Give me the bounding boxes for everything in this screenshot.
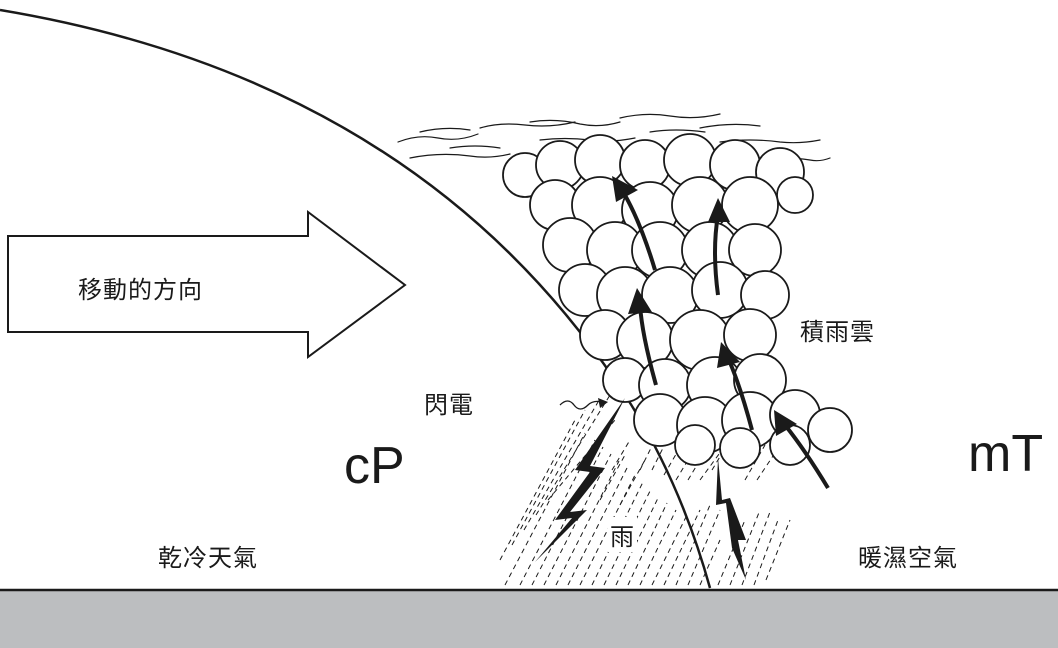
rain-label: 雨 xyxy=(608,517,637,552)
lightning-label: 閃電 xyxy=(424,391,474,419)
direction-label: 移動的方向 xyxy=(78,276,203,304)
lightning-pointer xyxy=(559,400,607,410)
updraft-arrows xyxy=(612,176,830,490)
anvil-streaks xyxy=(397,113,831,162)
lightning-bolts xyxy=(535,398,746,580)
front-boundary xyxy=(0,8,712,589)
cold-airmass-label: cP xyxy=(344,437,405,495)
direction-arrow xyxy=(7,209,407,359)
cloud-label: 積雨雲 xyxy=(800,318,875,346)
cold-air-label: 乾冷天氣 xyxy=(158,544,258,572)
cumulonimbus-cloud xyxy=(502,133,853,469)
warm-air-label: 暖濕空氣 xyxy=(858,544,958,572)
warm-airmass-label: mT xyxy=(968,425,1044,483)
ground xyxy=(0,590,1058,648)
